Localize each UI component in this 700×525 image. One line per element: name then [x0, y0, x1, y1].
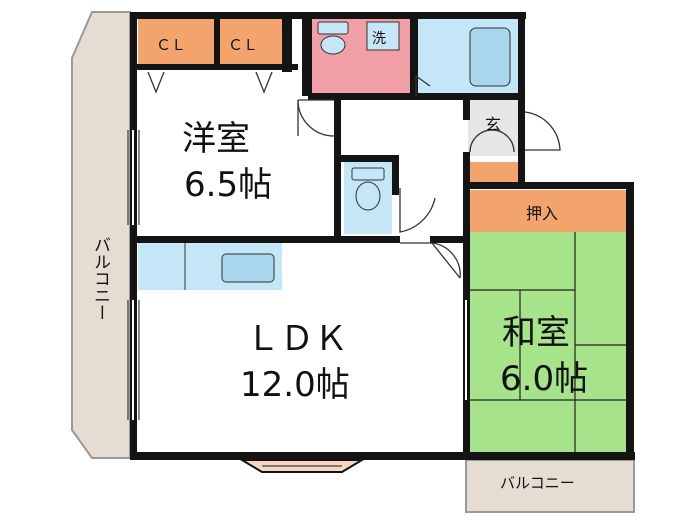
- toilet-fixture: [317, 21, 349, 55]
- door-swings: [147, 71, 561, 279]
- balcony-west: [71, 11, 131, 459]
- oshiire-closet: [470, 190, 626, 232]
- closet-right-label: ＣＬ: [228, 36, 258, 54]
- tatami-area: [470, 232, 626, 454]
- japanese-room-name: 和室: [502, 313, 570, 353]
- entrance-label: 玄: [485, 115, 501, 134]
- closet-left: [138, 18, 214, 66]
- bathtub-icon: [469, 27, 511, 87]
- washer-icon: 洗: [366, 21, 400, 51]
- balcony-south-label: バルコニー: [500, 474, 575, 492]
- balcony-south: [465, 459, 635, 513]
- closet-left-label: ＣＬ: [156, 36, 186, 54]
- entrance-area: [468, 100, 520, 156]
- closet-right: [220, 18, 282, 66]
- ldk-name: ＬＤＫ: [246, 319, 348, 359]
- walls: [130, 12, 635, 460]
- western-room-size: 6.5帖: [184, 165, 272, 205]
- western-room-name: 洋室: [182, 119, 250, 159]
- japanese-room-size: 6.0帖: [500, 359, 588, 399]
- balcony-west-label: バルコニー: [90, 236, 110, 321]
- windows: [132, 130, 467, 420]
- svg-text:洗: 洗: [372, 31, 386, 47]
- shoe-box: [468, 162, 520, 182]
- kitchen-sink: [221, 253, 275, 283]
- tatami-lines: [470, 232, 626, 454]
- window-sashes: [127, 130, 140, 420]
- ldk-size: 12.0帖: [240, 365, 350, 405]
- oshiire-label: 押入: [526, 204, 558, 223]
- wc-fixture: [351, 167, 385, 211]
